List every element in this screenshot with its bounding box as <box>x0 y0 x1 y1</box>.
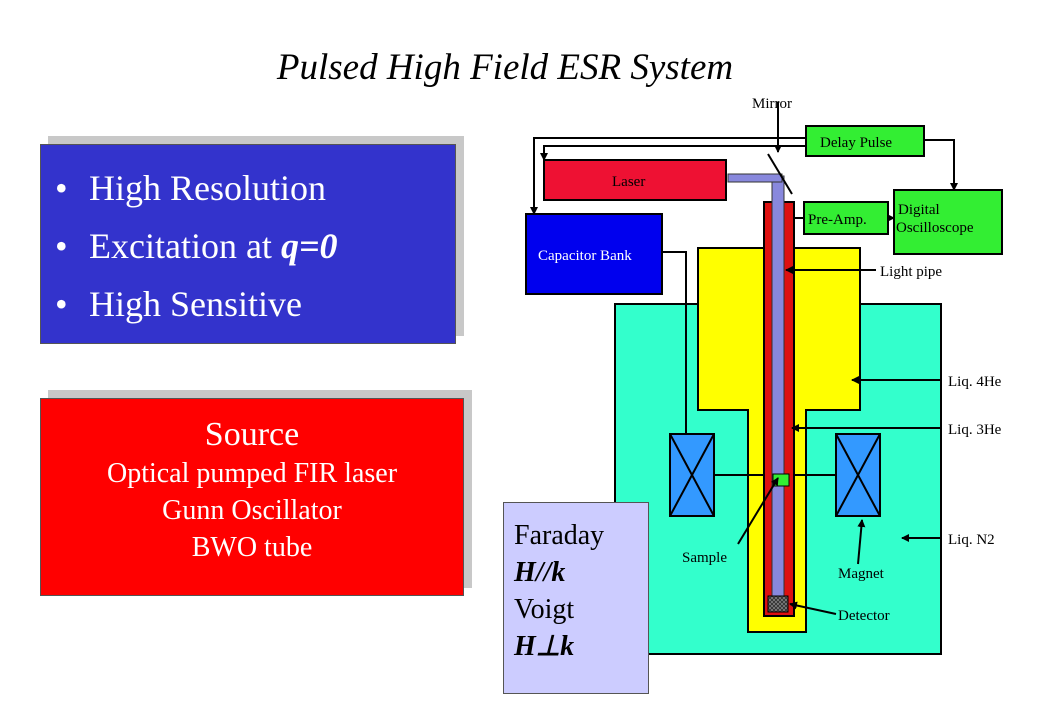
liq-3he-label: Liq. 3He <box>948 422 1002 438</box>
digital-label: Digital <box>898 202 940 218</box>
source-item: Gunn Oscillator <box>162 495 342 526</box>
wiring <box>530 137 958 476</box>
feature-item: •Excitation at q=0 <box>55 217 455 275</box>
light-pipe-label: Light pipe <box>880 264 942 280</box>
liq-4he-label: Liq. 4He <box>948 374 1002 390</box>
voigt-label: Voigt <box>514 594 575 625</box>
digital-oscilloscope-box <box>893 189 1003 255</box>
liq-n2-label: Liq. N2 <box>948 532 995 548</box>
feature-emphasis: q=0 <box>280 226 338 266</box>
light-pipe <box>771 175 785 601</box>
source-box: Source Optical pumped FIR laser Gunn Osc… <box>40 398 464 596</box>
faraday-label: Faraday <box>514 520 605 551</box>
feature-item: •High Resolution <box>55 159 455 217</box>
capacitor-bank-label: Capacitor Bank <box>538 248 632 264</box>
sample-label: Sample <box>682 550 727 566</box>
delay-pulse-label: Delay Pulse <box>820 135 892 151</box>
voigt-condition: H⊥k <box>514 631 575 662</box>
delay-pulse-box <box>805 125 925 157</box>
feature-item: •High Sensitive <box>55 275 455 333</box>
magnet-coil-right <box>835 433 881 517</box>
oscilloscope-label: Oscilloscope <box>896 220 974 236</box>
laser-box <box>543 159 727 201</box>
source-item: Optical pumped FIR laser <box>106 458 398 489</box>
capacitor-bank-box <box>525 213 663 295</box>
magnet-label: Magnet <box>838 566 885 582</box>
laser-label: Laser <box>612 174 645 190</box>
bullet-icon: • <box>55 284 68 324</box>
mirror-label: Mirror <box>752 96 792 112</box>
faraday-condition: H//k <box>514 557 566 588</box>
bullet-icon: • <box>55 168 68 208</box>
detector <box>767 595 789 613</box>
detector-label: Detector <box>838 608 890 624</box>
laser-beam <box>727 173 783 183</box>
annotation-arrows <box>737 102 942 615</box>
mirror <box>767 153 793 195</box>
features-box: •High Resolution •Excitation at q=0 •Hig… <box>40 144 456 344</box>
geometry-label-box: Faraday H//k Voigt H⊥k <box>503 502 649 694</box>
magnet-coil-left <box>669 433 715 517</box>
bullet-icon: • <box>55 226 68 266</box>
source-item: BWO tube <box>191 532 313 563</box>
pre-amp-label: Pre-Amp. <box>808 212 867 228</box>
slide-title: Pulsed High Field ESR System <box>276 47 734 88</box>
source-title: Source <box>204 416 300 453</box>
